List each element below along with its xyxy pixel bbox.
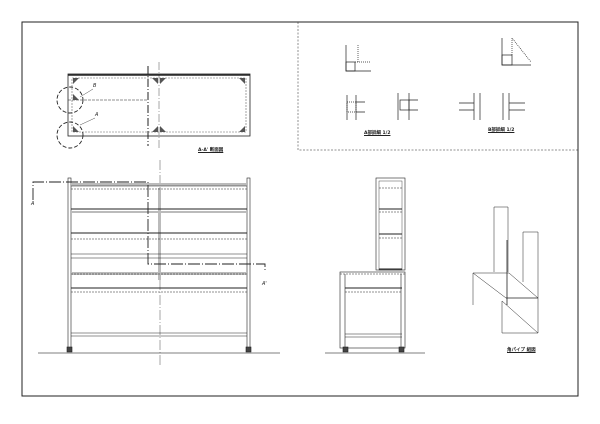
section-marker-a-prime: A' — [262, 281, 267, 287]
detail-drawings — [345, 36, 532, 120]
detail-a-title: A部詳細 1/2 — [364, 131, 391, 136]
sheet-border — [21, 21, 579, 397]
plan-view — [56, 62, 251, 150]
plan-marker-a: A — [95, 112, 99, 118]
section-cut-line — [32, 181, 266, 272]
front-elevation — [32, 160, 280, 365]
detail-b-title: B部詳細 1/2 — [488, 128, 515, 133]
detail-area-divider — [297, 22, 578, 151]
plan-marker-b: B — [93, 83, 97, 89]
pipe-assembly-view — [472, 206, 539, 334]
plan-view-title: A-A' 断面図 — [198, 148, 224, 153]
pipe-assembly-title: 角パイプ 組図 — [507, 348, 536, 353]
section-marker-a: A — [31, 201, 35, 207]
side-elevation — [325, 177, 425, 354]
